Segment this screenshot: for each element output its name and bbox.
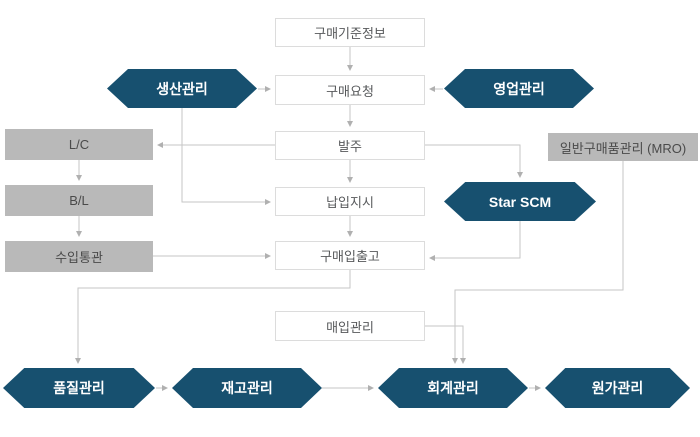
- node-purchase-request: 구매요청: [275, 75, 425, 105]
- edge-production-to-delivery: [181, 108, 271, 205]
- node-bl: B/L: [5, 185, 153, 216]
- edge-ledger-to-accounting: [425, 325, 466, 364]
- edge-order-to-starscm: [425, 144, 523, 178]
- node-cost-mgmt: 원가관리: [545, 368, 690, 408]
- node-purchase-base-info: 구매기준정보: [275, 18, 425, 47]
- node-lc: L/C: [5, 129, 153, 160]
- node-quality-mgmt: 품질관리: [3, 368, 155, 408]
- edge-inout-to-quality: [75, 270, 351, 364]
- node-delivery-instruction: 납입지시: [275, 187, 425, 216]
- node-accounting-mgmt: 회계관리: [378, 368, 528, 408]
- edge-starscm-to-inout: [429, 221, 521, 261]
- node-sales-mgmt: 영업관리: [444, 69, 594, 108]
- node-import-customs: 수입통관: [5, 241, 153, 272]
- node-purchase-in-out: 구매입출고: [275, 241, 425, 270]
- node-mro: 일반구매품관리 (MRO): [548, 133, 698, 161]
- node-order: 발주: [275, 131, 425, 160]
- node-production-mgmt: 생산관리: [107, 69, 257, 108]
- node-star-scm: Star SCM: [444, 182, 596, 221]
- node-purchase-ledger: 매입관리: [275, 311, 425, 341]
- node-inventory-mgmt: 재고관리: [172, 368, 322, 408]
